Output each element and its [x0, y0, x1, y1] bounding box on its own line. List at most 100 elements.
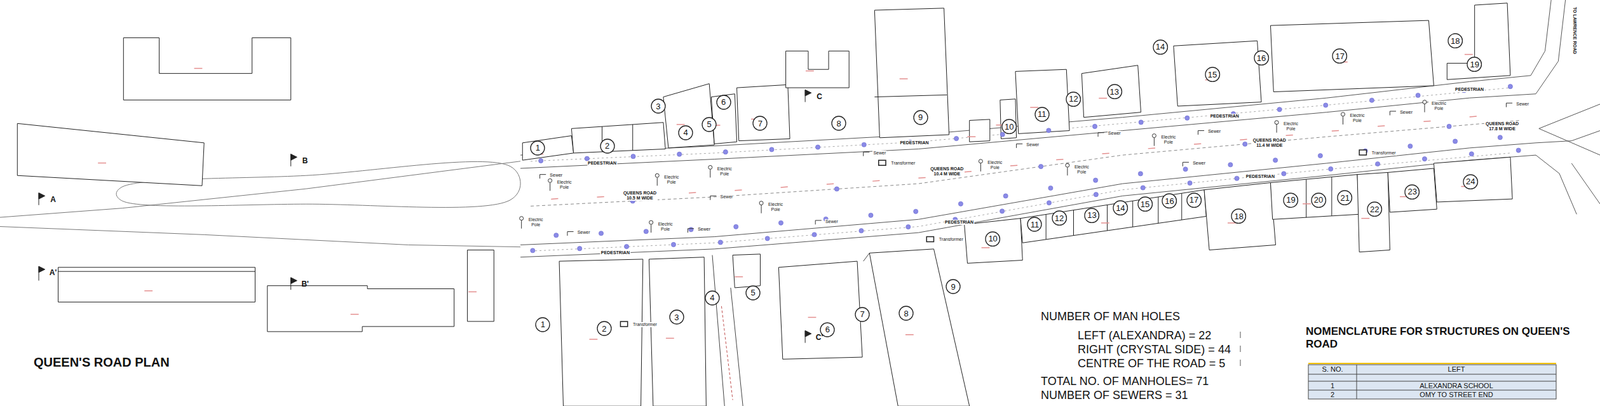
- manhole: [812, 232, 817, 238]
- building-outline: [1106, 204, 1108, 231]
- sewer-symbol: [567, 231, 574, 236]
- building-callout: 15: [1204, 66, 1221, 82]
- manhole: [677, 151, 682, 157]
- building-outline: [1204, 182, 1276, 250]
- footpath-label: PEDESTRIAN: [1209, 113, 1240, 119]
- manhole: [1415, 92, 1421, 98]
- building-callout: 15: [1137, 196, 1153, 212]
- callout-number: 22: [1369, 205, 1379, 214]
- building-callout: 13: [1106, 83, 1123, 100]
- building-outline: [1073, 210, 1074, 236]
- manhole: [1046, 128, 1051, 133]
- road-edge: [520, 155, 1536, 258]
- road-edge: [1538, 104, 1600, 156]
- sewer-dash: [967, 135, 976, 138]
- sewer-dash: [144, 290, 153, 292]
- sewer-label: Sewer: [1399, 109, 1414, 116]
- note-line: CENTRE OF THE ROAD = 5: [1077, 357, 1226, 371]
- building-outline: [559, 259, 644, 406]
- table-rule: [1356, 364, 1358, 400]
- sewer-label: Sewer: [719, 194, 734, 200]
- building-callout: 4: [677, 125, 694, 141]
- sewer-dash: [780, 186, 788, 188]
- sewer-dash: [734, 189, 742, 191]
- building-outline: [737, 84, 791, 141]
- callout-number: 13: [1110, 87, 1119, 96]
- manhole: [538, 158, 544, 163]
- callout-circle: [1448, 33, 1463, 48]
- manhole: [671, 242, 676, 247]
- sewer-dash: [1239, 139, 1247, 141]
- callout-circle: [745, 285, 760, 300]
- building-outline: [522, 135, 574, 161]
- pole-symbol: [549, 182, 551, 191]
- sewer-symbol: [815, 220, 822, 225]
- building-callout: 20: [1310, 192, 1327, 208]
- building-outline: [1270, 20, 1434, 92]
- callout-number: 3: [674, 313, 679, 322]
- callout-circle: [1186, 193, 1201, 208]
- building-callout: 10: [1001, 118, 1017, 135]
- callout-circle: [1153, 40, 1168, 55]
- street-arrow: [721, 306, 733, 401]
- manhole: [688, 227, 694, 232]
- road-edge: [1535, 0, 1566, 95]
- callout-circle: [1367, 202, 1382, 217]
- sewer-dash: [550, 198, 558, 200]
- manhole: [1048, 185, 1053, 190]
- manhole: [1003, 193, 1008, 199]
- callout-number: 16: [1256, 54, 1266, 63]
- manhole: [1228, 162, 1233, 168]
- callout-circle: [1404, 184, 1419, 199]
- callout-number: 5: [751, 288, 756, 297]
- manhole: [1242, 141, 1248, 147]
- transformer-label: Transformer: [938, 237, 964, 243]
- manhole: [1038, 163, 1044, 169]
- manhole: [1273, 158, 1278, 163]
- manhole: [1000, 132, 1005, 137]
- building-outline: [1015, 69, 1070, 134]
- sewer-dash: [1098, 97, 1107, 100]
- road-edge: [1571, 163, 1600, 204]
- pole-symbol: [1152, 134, 1156, 138]
- sewer-label: Sewer: [1025, 142, 1040, 148]
- callout-number: 11: [1037, 109, 1047, 119]
- table-header: S. NO.: [1308, 364, 1357, 375]
- building-callout: 19: [1466, 56, 1482, 72]
- street-edge: [863, 252, 870, 262]
- callout-number: 1: [535, 143, 541, 152]
- building-outline: [874, 8, 949, 138]
- callout-number: 14: [1155, 42, 1165, 51]
- street-edge: [730, 287, 743, 406]
- manhole: [1452, 139, 1458, 144]
- transformer-symbol: [878, 160, 886, 166]
- building-outline: [711, 94, 737, 145]
- building-outline: [1045, 214, 1047, 239]
- pole-symbol: [1422, 100, 1427, 105]
- tick-mark: [1240, 345, 1241, 353]
- manhole: [1187, 181, 1193, 186]
- sewer-dash: [1101, 222, 1110, 224]
- callout-circle: [1084, 208, 1099, 223]
- building-callout: 5: [701, 116, 717, 133]
- callout-circle: [1002, 119, 1017, 134]
- pole-symbol: [655, 173, 659, 178]
- sewer-symbol: [1182, 162, 1189, 166]
- sewer-dash: [734, 276, 743, 278]
- callout-circle: [1231, 209, 1246, 224]
- building-outline: [58, 271, 256, 272]
- callout-circle: [1254, 50, 1269, 65]
- manhole: [530, 248, 536, 253]
- building-outline: [123, 37, 291, 100]
- footpath-label: PEDESTRIAN: [587, 160, 617, 166]
- manhole: [1375, 161, 1381, 166]
- road-edge: [1535, 155, 1577, 215]
- callout-number: 4: [683, 128, 689, 137]
- manhole: [1369, 97, 1374, 103]
- manhole: [1234, 176, 1240, 181]
- building-callout: 19: [1282, 192, 1299, 208]
- sewer-dash: [597, 196, 605, 198]
- sewer-label: Sewer: [1207, 128, 1222, 135]
- note-line: NUMBER OF SEWERS = 31: [1040, 388, 1189, 403]
